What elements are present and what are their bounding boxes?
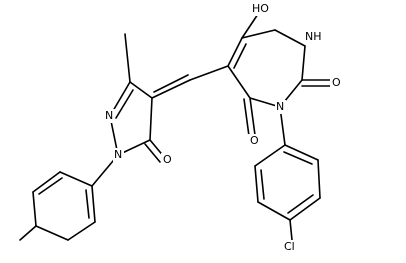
atom-label-nh: NH [303,30,324,44]
svg-text:HO: HO [252,2,269,15]
bond [189,65,229,81]
bond [32,191,37,227]
bond [260,169,265,200]
svg-text:N: N [114,148,122,161]
bond [227,65,251,99]
bond [38,177,63,195]
atom-label-pyrazolone-o: O [161,153,173,167]
atom-label-carbonyl-top: O [330,76,342,90]
bond [85,189,90,219]
bond [274,29,306,47]
atom-label-pyrazole-n1: N [113,148,124,162]
atom-label-n-imide: N [275,100,286,114]
bond [19,225,37,241]
bond [287,194,314,214]
bonds [19,13,331,241]
bond [91,185,96,223]
bond [59,171,93,187]
bond [317,159,321,199]
bond [32,171,61,193]
atom-label-carbonyl-bottom: O [248,134,260,148]
bond [129,81,153,99]
bond [241,13,259,39]
atom-label-pyrazole-n2: N [104,109,115,123]
bond [289,197,321,221]
bond [301,45,306,81]
svg-text:Cl: Cl [284,240,295,253]
bond [233,43,247,69]
bond [227,37,243,67]
bond [243,98,250,137]
bond [254,165,259,203]
atom-labels: HO NH O N O Cl [104,2,342,254]
bond [149,97,153,141]
atom-label-hydroxyl: HO [250,2,272,16]
svg-text:N: N [105,109,113,122]
atom-label-chloro: Cl [282,240,301,254]
svg-text:NH: NH [305,30,322,43]
svg-text:N: N [276,100,284,113]
bond [254,144,286,167]
bond [241,29,276,39]
svg-text:O: O [250,134,259,147]
bond [284,144,319,161]
bond [144,143,161,163]
svg-text:O: O [163,153,172,166]
bond [249,97,256,136]
bond [153,74,189,93]
svg-text:O: O [332,76,341,89]
bond [115,89,134,119]
bond [124,33,131,83]
bond [289,219,293,241]
bond [151,79,191,99]
bond [283,151,313,165]
bond [35,225,69,241]
bond [257,201,291,221]
bond [67,221,96,241]
